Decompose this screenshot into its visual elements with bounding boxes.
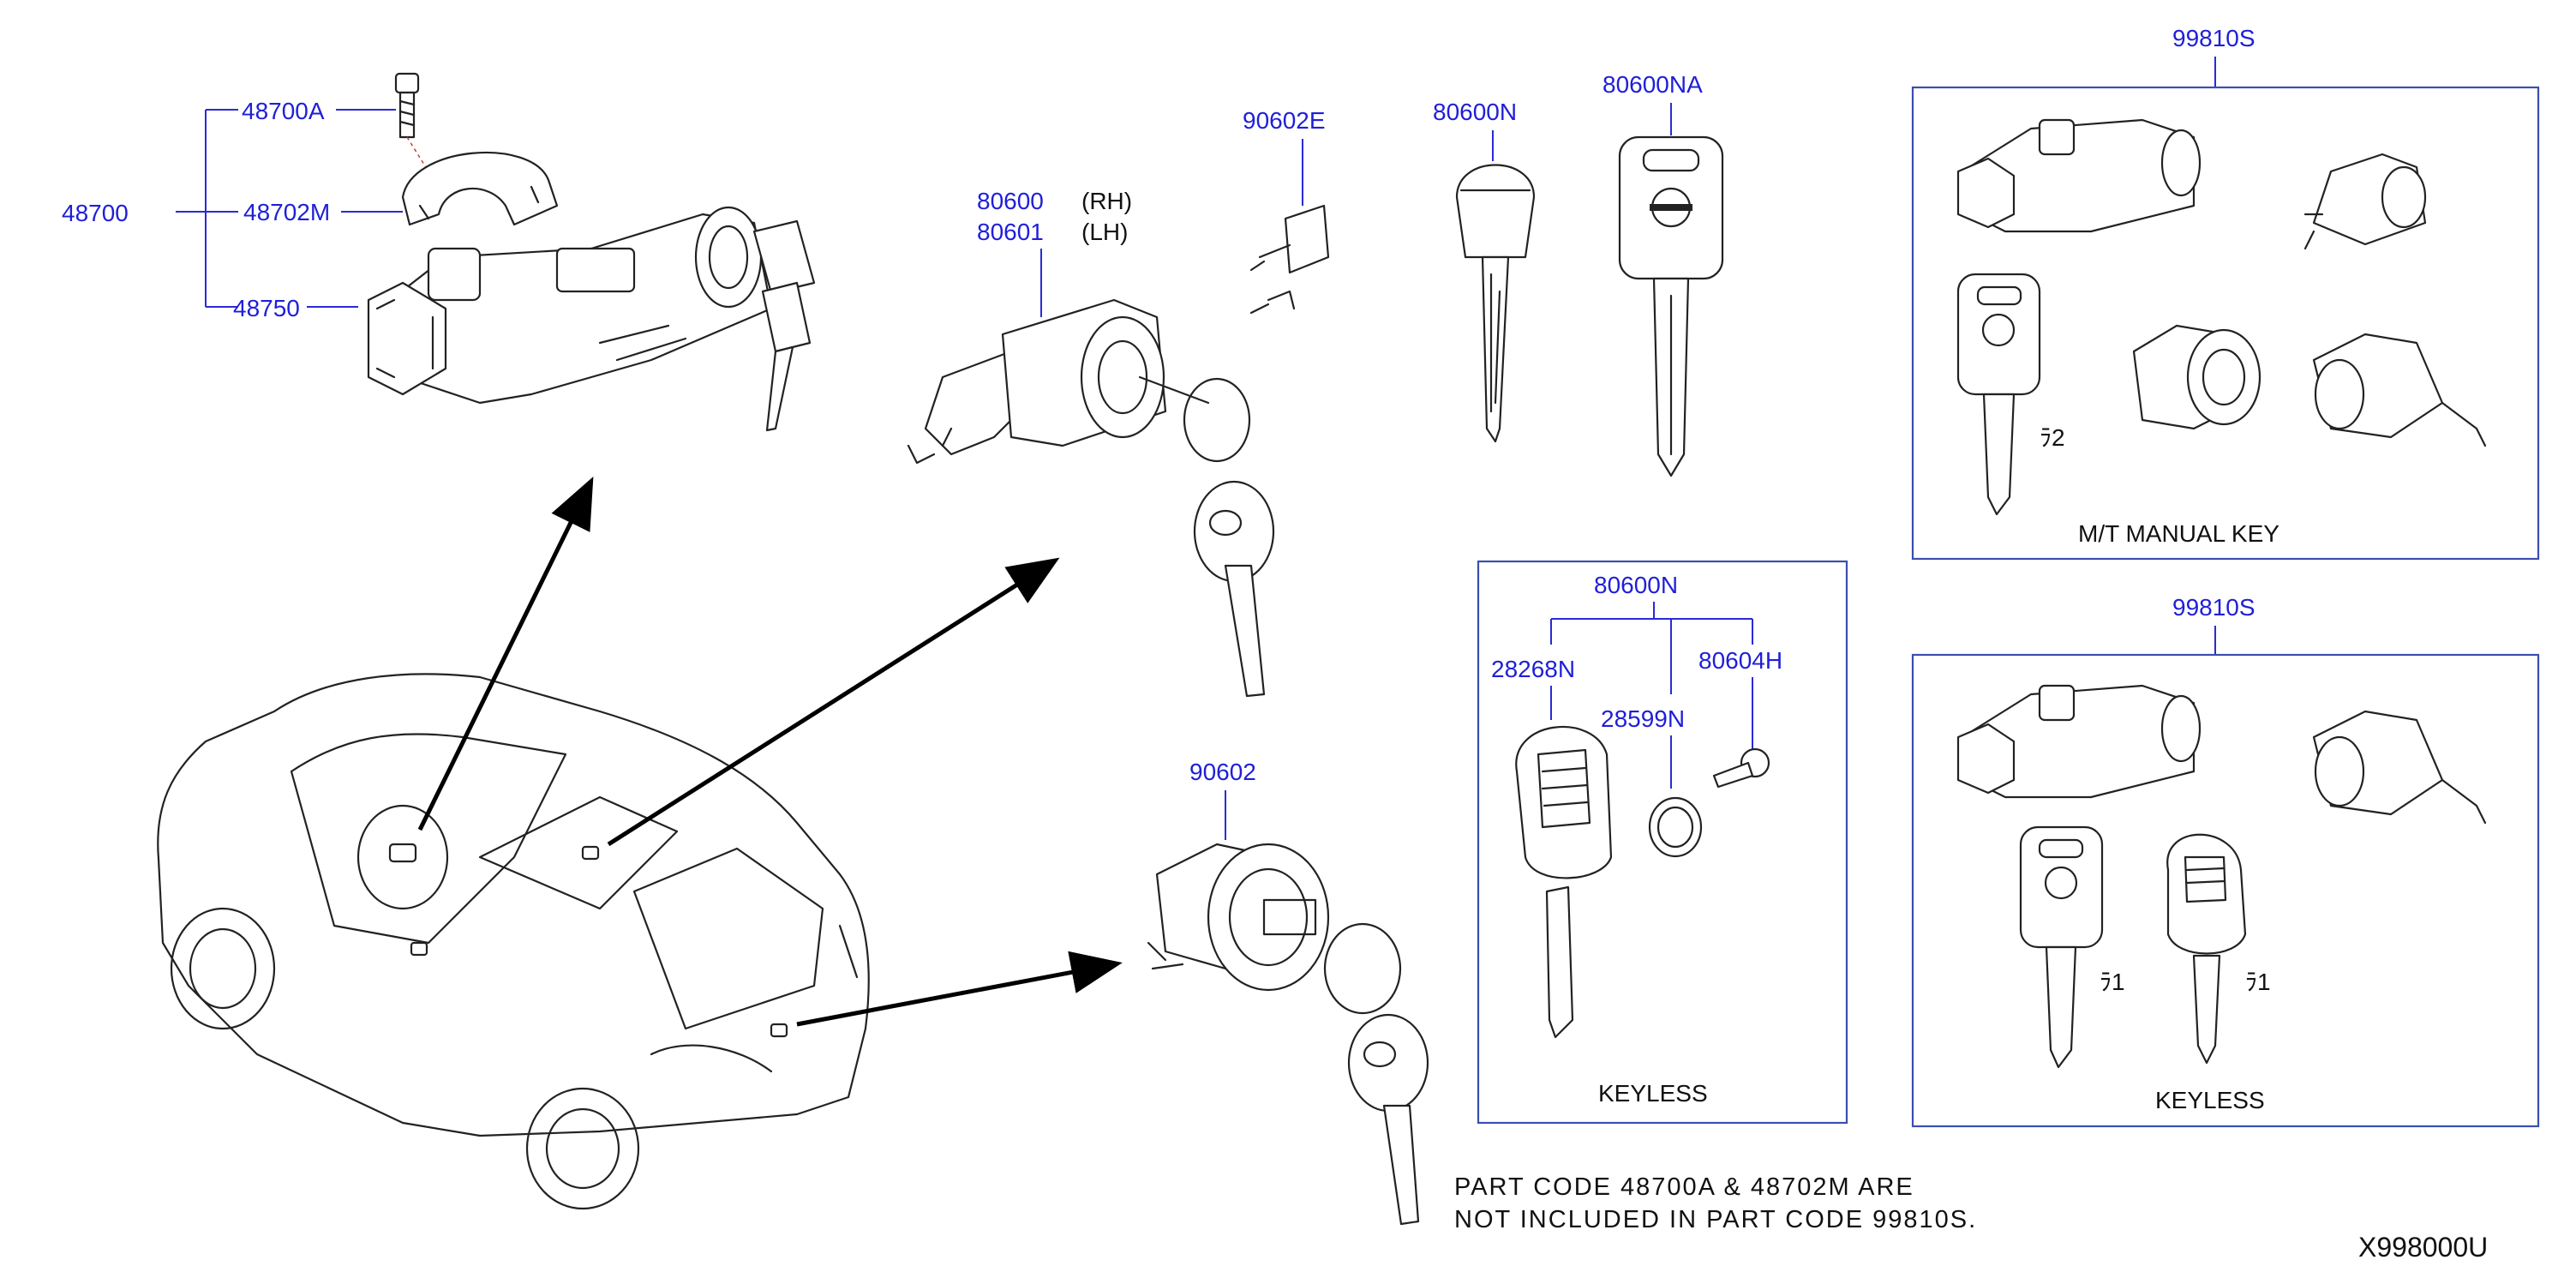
part-code-28599n[interactable]: 28599N xyxy=(1601,705,1685,732)
manual-key-set-box: 99810S ﾗ2 xyxy=(1911,25,2540,561)
manual-set-door-lock-rh-drawing xyxy=(2303,153,2427,250)
keyless-set-key-drawing: ﾗ1 xyxy=(2019,825,2125,1069)
part-code-80600na[interactable]: 80600NA xyxy=(1603,71,1703,98)
trunk-lock-drawing xyxy=(1147,843,1429,1226)
screw-80604h-drawing xyxy=(1712,747,1770,789)
part-code-99810s-top[interactable]: 99810S xyxy=(2172,25,2255,51)
keyless-kit-box: 80600N 28268N 28599N 80604H KEYLESS xyxy=(1477,560,1848,1125)
clip-group: 90602E xyxy=(1243,107,1330,315)
key-80600n-drawing xyxy=(1455,164,1536,443)
ignition-lock-group: 48700 48700A 48702M 48750 xyxy=(62,72,816,432)
keyless-key-qty: ﾗ1 xyxy=(2100,969,2125,995)
part-code-48750[interactable]: 48750 xyxy=(233,295,300,321)
pointer-arrows xyxy=(417,477,1123,1027)
door-lock-drawing xyxy=(907,298,1275,698)
ignition-lock-body-drawing xyxy=(367,206,816,432)
part-code-28268n[interactable]: 28268N xyxy=(1491,656,1575,682)
part-code-48702m[interactable]: 48702M xyxy=(243,199,330,225)
keyless-set-door-lock-drawing xyxy=(2312,710,2487,825)
door-lock-group: 80600 80601 (RH) (LH) xyxy=(907,188,1275,698)
part-code-90602e[interactable]: 90602E xyxy=(1243,107,1326,134)
part-code-80600n-kit[interactable]: 80600N xyxy=(1594,572,1678,598)
bolt-48700a-drawing xyxy=(394,72,429,172)
part-code-80604h[interactable]: 80604H xyxy=(1698,647,1782,674)
diagram-id: X998000U xyxy=(2358,1232,2488,1263)
manual-set-door-lock-lh-drawing xyxy=(2312,333,2487,447)
clamp-48702m-drawing xyxy=(401,151,559,226)
coin-battery-28599n-drawing xyxy=(1648,796,1703,858)
vehicle-outline-drawing xyxy=(157,673,870,1210)
note-line-1: PART CODE 48700A & 48702M ARE xyxy=(1454,1173,1914,1201)
part-code-48700[interactable]: 48700 xyxy=(62,200,129,226)
keyless-set-box: 99810S ﾗ1 ﾗ1 KEYLESS xyxy=(1911,594,2540,1128)
manual-set-trunk-lock-drawing xyxy=(2132,324,2261,430)
manual-set-ignition-lock-drawing xyxy=(1956,118,2202,233)
part-code-90602[interactable]: 90602 xyxy=(1189,759,1256,785)
part-code-80600[interactable]: 80600 xyxy=(977,188,1044,214)
trunk-lock-group: 90602 xyxy=(1147,759,1429,1226)
keyless-fob-drawing xyxy=(1515,726,1613,1039)
clip-90602e-drawing xyxy=(1249,204,1330,315)
note-line-2: NOT INCLUDED IN PART CODE 99810S. xyxy=(1454,1206,1977,1233)
keyless-set-fob-drawing: ﾗ1 xyxy=(2166,833,2271,1065)
keyless-fob-qty: ﾗ1 xyxy=(2245,969,2271,995)
key-80600na-drawing xyxy=(1618,135,1724,477)
manual-key-set-label: M/T MANUAL KEY xyxy=(2078,520,2279,547)
part-code-99810s-bottom[interactable]: 99810S xyxy=(2172,594,2255,621)
blank-keys-group: 80600N 80600NA xyxy=(1433,71,1724,477)
manual-key-qty: ﾗ2 xyxy=(2040,424,2065,451)
keyless-set-ignition-lock-drawing xyxy=(1956,684,2202,799)
keyless-set-label: KEYLESS xyxy=(2155,1087,2265,1113)
lh-label: (LH) xyxy=(1081,219,1128,245)
part-code-80600n-blank[interactable]: 80600N xyxy=(1433,99,1517,125)
part-code-48700a[interactable]: 48700A xyxy=(242,98,325,124)
manual-set-key-drawing: ﾗ2 xyxy=(1956,273,2065,516)
part-code-80601[interactable]: 80601 xyxy=(977,219,1044,245)
rh-label: (RH) xyxy=(1081,188,1132,214)
keyless-kit-label: KEYLESS xyxy=(1598,1080,1708,1107)
